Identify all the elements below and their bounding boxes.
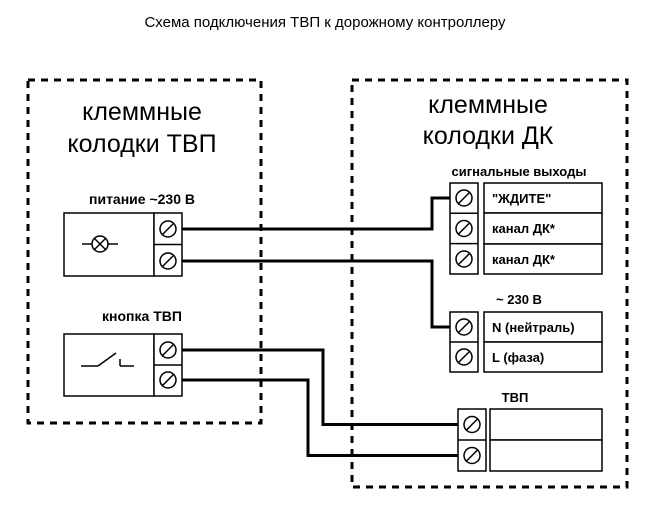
signal-row-box bbox=[483, 212, 603, 245]
signal-row-label: "ЖДИТЕ" bbox=[492, 191, 551, 206]
push-button-switch-icon bbox=[81, 352, 134, 367]
lamp-icon bbox=[82, 235, 118, 253]
screw-terminal-icon bbox=[159, 371, 177, 389]
power-label: питание ~230 В bbox=[89, 191, 195, 207]
signal-row-label: канал ДК* bbox=[492, 252, 556, 267]
signal-row-box bbox=[483, 182, 603, 214]
mains-row-label: N (нейтраль) bbox=[492, 320, 575, 335]
screw-terminal-icon bbox=[455, 219, 473, 238]
dk-tvp-row-box bbox=[489, 408, 603, 441]
button-label: кнопка ТВП bbox=[102, 308, 182, 324]
diagram-title: Схема подключения ТВП к дорожному контро… bbox=[144, 14, 506, 31]
screw-terminal-icon bbox=[455, 250, 473, 268]
dk-tvp-label: ТВП bbox=[502, 390, 529, 405]
screw-terminal-icon bbox=[159, 341, 177, 359]
screw-terminal-icon bbox=[455, 348, 473, 366]
wire-lamp-to-wait-output bbox=[182, 196, 450, 231]
wire-button-to-dk-tvp-2 bbox=[182, 378, 458, 457]
wire-lamp-to-neutral bbox=[182, 259, 450, 329]
dk-heading-line2: колодки ДК bbox=[423, 122, 554, 150]
dk-tvp-row-box bbox=[489, 439, 603, 472]
dk-enclosure bbox=[350, 78, 629, 489]
mains-row-label: L (фаза) bbox=[492, 350, 544, 365]
mains-row-box bbox=[483, 311, 603, 343]
tvp-heading-line2: колодки ТВП bbox=[67, 130, 216, 158]
dk-heading-line1: клеммные bbox=[428, 91, 548, 119]
mains-row-box bbox=[483, 341, 603, 373]
screw-terminal-icon bbox=[455, 189, 473, 207]
tvp-heading-line1: клеммные bbox=[82, 98, 202, 126]
tvp-enclosure bbox=[26, 78, 263, 425]
screw-terminal-icon bbox=[455, 318, 473, 336]
signal-row-box bbox=[483, 243, 603, 275]
screw-terminal-icon bbox=[159, 252, 177, 270]
wire-button-to-dk-tvp-1 bbox=[182, 348, 458, 426]
signal-row-label: канал ДК* bbox=[492, 221, 556, 236]
mains-label: ~ 230 В bbox=[496, 292, 542, 307]
signal-outputs-label: сигнальные выходы bbox=[452, 164, 587, 179]
screw-terminal-icon bbox=[159, 220, 177, 238]
button-box bbox=[63, 333, 155, 397]
screw-terminal-icon bbox=[463, 415, 481, 434]
screw-terminal-icon bbox=[463, 446, 481, 465]
